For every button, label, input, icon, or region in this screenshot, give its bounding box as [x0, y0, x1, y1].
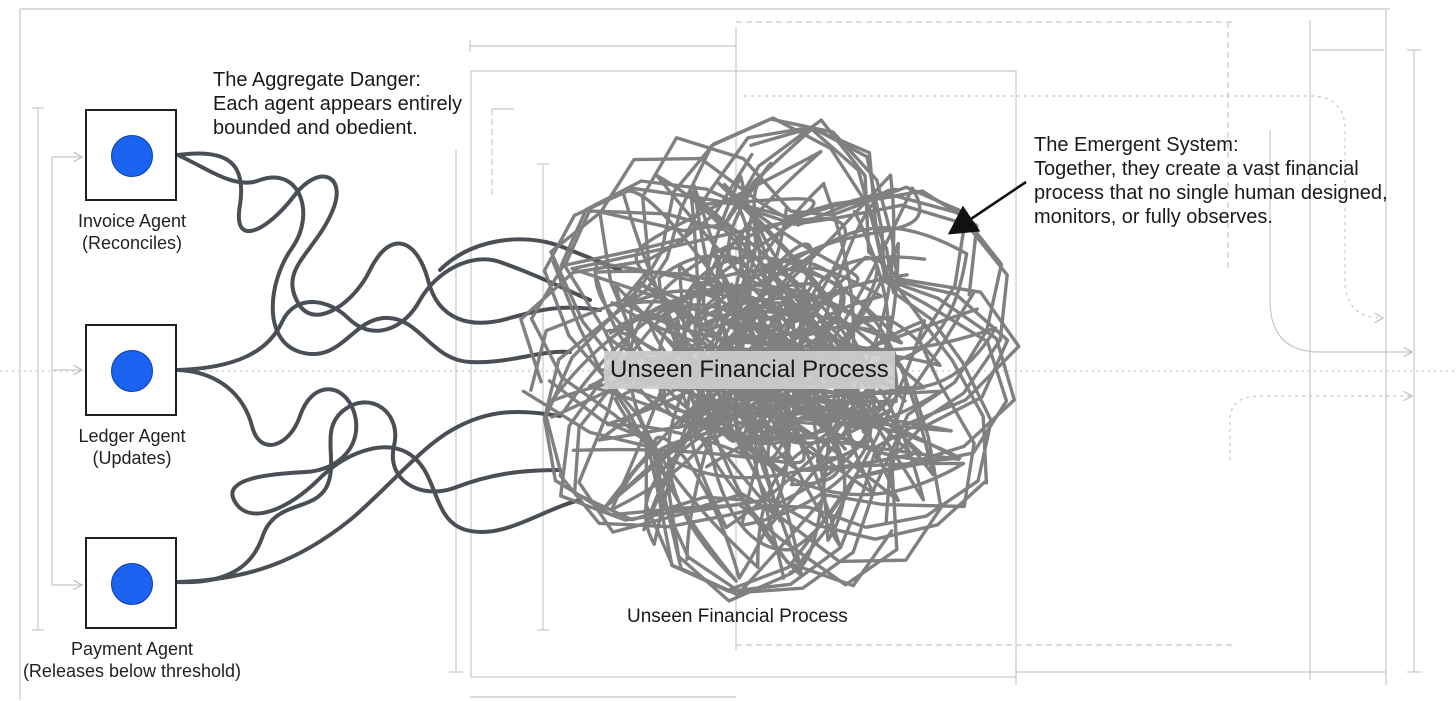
tangle-loop [544, 116, 993, 529]
agent-box-invoice[interactable] [85, 109, 177, 201]
center-process-label: Unseen Financial Process [604, 351, 895, 389]
agent-role: (Reconciles) [81, 233, 183, 253]
agent-name: Ledger Agent [78, 426, 186, 446]
callout-title: The Aggregate Danger: [213, 69, 421, 91]
agent-role: (Updates) [92, 448, 172, 468]
agent-wires [176, 151, 622, 585]
agent-box-payment[interactable] [85, 537, 177, 629]
agent-box-ledger[interactable] [85, 324, 177, 416]
agent-role: (Releases below threshold) [22, 661, 242, 681]
agent-name: Invoice Agent [77, 211, 187, 231]
tangle-loop [551, 179, 1009, 593]
callout-title: The Emergent System: [1034, 134, 1239, 156]
bottom-process-label: Unseen Financial Process [627, 606, 848, 627]
callout-line: bounded and obedient. [213, 117, 418, 139]
callout-line: Together, they create a vast financial [1034, 158, 1359, 180]
agent-label-ledger: Ledger Agent (Updates) [52, 425, 212, 469]
callout-line: monitors, or fully observes. [1034, 206, 1273, 228]
agent-label-invoice: Invoice Agent (Reconciles) [52, 210, 212, 254]
tangle-loop [542, 186, 1004, 595]
callout-line: process that no single human designed, [1034, 182, 1388, 204]
callout-aggregate-danger: The Aggregate Danger: Each agent appears… [213, 68, 462, 140]
agent-label-payment: Payment Agent (Releases below threshold) [10, 638, 254, 682]
agent-name: Payment Agent [70, 639, 194, 659]
callout-arrow [947, 180, 1027, 235]
agent-node-icon [111, 135, 153, 177]
callout-line: Each agent appears entirely [213, 93, 463, 115]
agent-node-icon [111, 350, 153, 392]
tangle-loop [563, 126, 1010, 588]
agent-node-icon [111, 563, 153, 605]
callout-emergent-system: The Emergent System: Together, they crea… [1034, 133, 1388, 229]
